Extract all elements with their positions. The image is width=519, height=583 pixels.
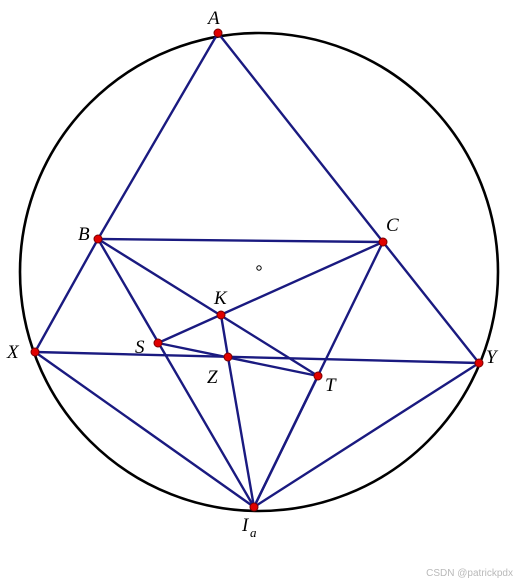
segments-group (33, 31, 481, 509)
label-B: B (78, 224, 90, 245)
point-X (30, 347, 40, 357)
label-C: C (386, 215, 399, 236)
label-Z: Z (207, 367, 218, 388)
label-X: X (6, 342, 20, 363)
segment-Y-Ia (252, 361, 481, 509)
label-A: A (206, 8, 220, 29)
label-Ia: I (241, 515, 250, 536)
point-Ia (249, 502, 259, 512)
segment-A-B (96, 31, 220, 241)
label-Ia-subscript: a (250, 525, 257, 540)
segment-B-T (96, 237, 320, 378)
point-S (153, 338, 163, 348)
point-A (213, 28, 223, 38)
points-group (30, 28, 484, 512)
label-T: T (325, 375, 337, 396)
label-S: S (135, 337, 145, 358)
segment-Z-Ia (226, 355, 256, 509)
point-B (93, 234, 103, 244)
segment-C-Y (381, 240, 481, 365)
point-Z (223, 352, 233, 362)
segment-S-T (156, 341, 320, 378)
segment-X-Y (33, 350, 481, 365)
circle-center-marker (256, 265, 262, 271)
label-Y: Y (486, 347, 499, 368)
point-K (216, 310, 226, 320)
segment-B-C (96, 237, 385, 244)
label-K: K (213, 288, 228, 309)
circumcircle (18, 31, 500, 513)
segment-B-Ia (96, 237, 256, 509)
segment-T-Ia (252, 374, 320, 509)
segment-B-X (33, 237, 100, 354)
segment-C-S (156, 240, 385, 345)
segment-A-C (216, 31, 385, 244)
point-T (313, 371, 323, 381)
segment-K-Z (219, 313, 230, 359)
watermark: CSDN @patrickpdx (426, 568, 513, 579)
point-C (378, 237, 388, 247)
segment-X-Ia (33, 350, 256, 509)
point-Y (474, 358, 484, 368)
